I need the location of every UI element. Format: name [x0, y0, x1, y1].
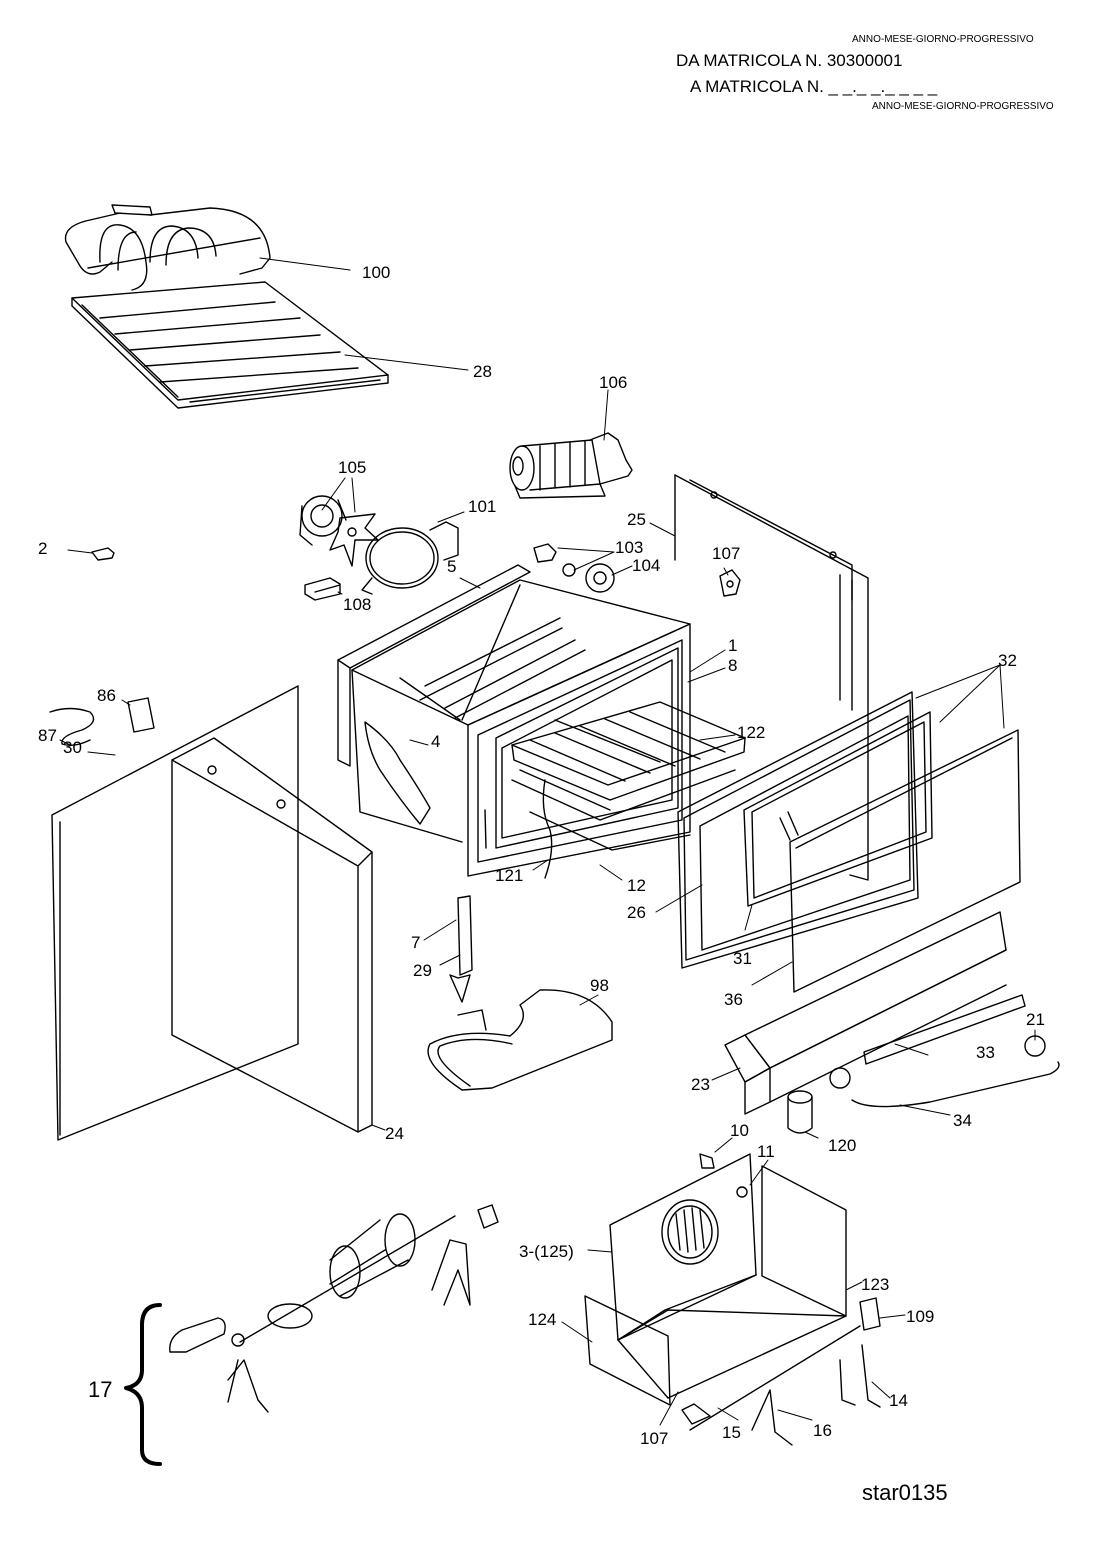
- label-part-123: 123: [861, 1275, 889, 1294]
- label-part-120: 120: [828, 1136, 856, 1155]
- label-part-4: 4: [431, 732, 440, 751]
- knob: [829, 1035, 1046, 1089]
- label-part-3-125: 3-(125): [519, 1242, 574, 1261]
- label-part-33: 33: [976, 1043, 995, 1062]
- bottom-compartment: [584, 1153, 847, 1406]
- top-tray: [71, 281, 389, 409]
- header-date-format-bottom: ANNO-MESE-GIORNO-PROGRESSIVO: [872, 101, 1054, 112]
- label-part-121: 121: [495, 866, 523, 885]
- label-part-34: 34: [953, 1111, 972, 1130]
- rotisserie-assembly: [169, 1204, 499, 1413]
- top-grill-element: [64, 204, 271, 291]
- oven-rack: [511, 701, 746, 851]
- label-part-31: 31: [733, 949, 752, 968]
- control-panel: [724, 911, 1007, 1115]
- label-part-7: 7: [411, 933, 420, 952]
- switch: [859, 1297, 881, 1331]
- circular-fan-element: [361, 521, 459, 595]
- label-part-15: 15: [722, 1423, 741, 1442]
- label-part-29: 29: [413, 961, 432, 980]
- label-part-26: 26: [627, 903, 646, 922]
- label-part-10: 10: [730, 1121, 749, 1140]
- bottom-element: [427, 989, 613, 1091]
- label-part-24: 24: [385, 1124, 404, 1143]
- fan-motor: [509, 432, 633, 499]
- outer-glass: [789, 729, 1021, 993]
- inner-glass: [743, 711, 933, 907]
- label-part-5: 5: [447, 557, 456, 576]
- label-part-8: 8: [728, 656, 737, 675]
- label-part-109: 109: [906, 1307, 934, 1326]
- label-part-30: 30: [63, 738, 82, 757]
- label-part-16: 16: [813, 1421, 832, 1440]
- oven-cavity: [337, 564, 691, 877]
- label-part-104: 104: [632, 556, 660, 575]
- right-side-panel: [171, 737, 373, 1133]
- label-part-103: 103: [615, 538, 643, 557]
- label-part-106: 106: [599, 373, 627, 392]
- capacitor: [787, 1090, 813, 1134]
- leader-lines: [59, 257, 1036, 1426]
- label-part-124: 124: [528, 1310, 556, 1329]
- label-part-101: 101: [468, 497, 496, 516]
- label-part-100: 100: [362, 263, 390, 282]
- terminal-bracket: [304, 577, 341, 601]
- label-part-12: 12: [627, 876, 646, 895]
- wire-probe: [542, 779, 553, 879]
- door-frame: [677, 691, 919, 969]
- label-part-21: 21: [1026, 1010, 1045, 1029]
- small-clip: [91, 547, 115, 561]
- label-part-17: 17: [88, 1377, 112, 1402]
- label-part-23: 23: [691, 1075, 710, 1094]
- label-part-32: 32: [998, 651, 1017, 670]
- label-part-108: 108: [343, 595, 371, 614]
- handle-rod: [851, 1061, 1060, 1108]
- label-part-98: 98: [590, 976, 609, 995]
- thermostat: [449, 895, 473, 1003]
- lamp-socket: [699, 1153, 715, 1169]
- spit-rod: [681, 1325, 881, 1446]
- label-part-122: 122: [737, 723, 765, 742]
- label-part-14: 14: [889, 1391, 908, 1410]
- from-serial-number: DA MATRICOLA N. 30300001: [676, 51, 903, 70]
- label-part-105: 105: [338, 458, 366, 477]
- label-part-36: 36: [724, 990, 743, 1009]
- fan-assembly: [299, 495, 379, 567]
- label-part-25: 25: [627, 510, 646, 529]
- label-part-107-bottom: 107: [640, 1429, 668, 1448]
- label-part-11: 11: [757, 1142, 775, 1161]
- thermostat-bracket: [719, 569, 741, 597]
- power-cable: [49, 707, 95, 747]
- support-bar: [863, 994, 1026, 1065]
- label-part-86: 86: [97, 686, 116, 705]
- cable-tie: [127, 697, 155, 733]
- brace-icon: [124, 1303, 162, 1466]
- insulation: [364, 721, 431, 825]
- label-part-2: 2: [38, 539, 47, 558]
- label-part-107-top: 107: [712, 544, 740, 563]
- back-panel: [674, 474, 869, 881]
- label-part-1: 1: [728, 636, 737, 655]
- drawing-reference-code: star0135: [862, 1480, 948, 1505]
- header-date-format-top: ANNO-MESE-GIORNO-PROGRESSIVO: [852, 34, 1034, 45]
- label-part-87: 87: [38, 726, 57, 745]
- part-labels: 100 28 106 105 101 2 25 103 104 107 5 10…: [38, 263, 1045, 1505]
- label-part-28: 28: [473, 362, 492, 381]
- left-side-panel: [51, 685, 299, 1141]
- to-serial-number: A MATRICOLA N. _ _._ _._ _ _ _: [690, 77, 938, 96]
